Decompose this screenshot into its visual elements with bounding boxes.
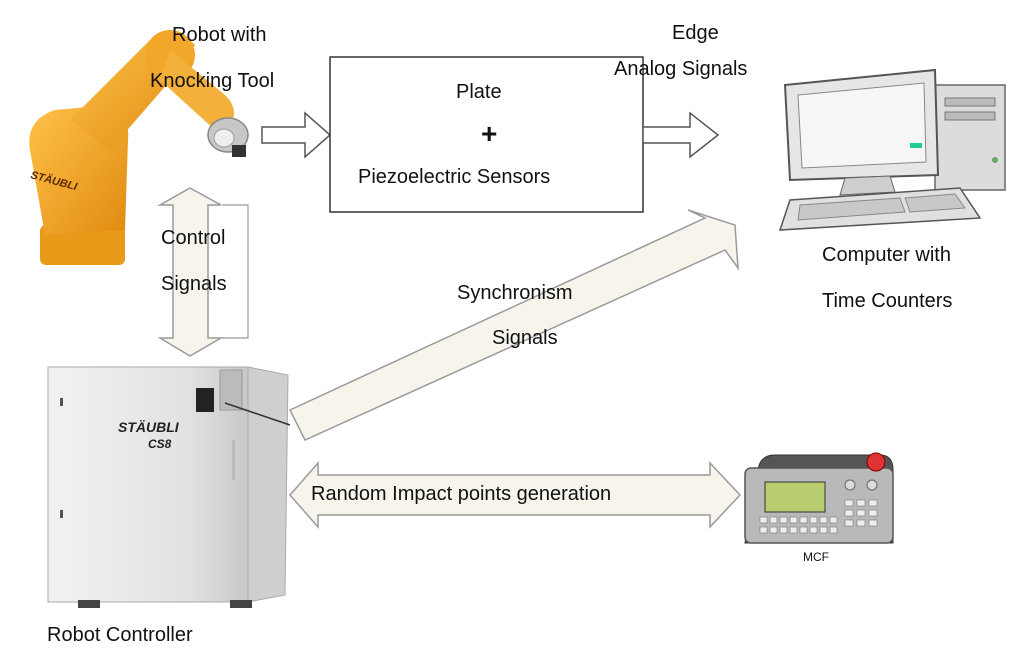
robot-label-line1: Robot with xyxy=(172,24,267,46)
computer-label-line1: Computer with xyxy=(822,244,951,266)
arrow-robot-to-plate xyxy=(261,111,332,159)
robot-label-line2: Knocking Tool xyxy=(150,70,275,92)
computer-label-line2: Time Counters xyxy=(822,290,953,312)
edge-label-line1: Edge xyxy=(672,22,719,44)
controller-brand-logo: STÄUBLI xyxy=(118,419,180,435)
arrow-random-impact xyxy=(289,461,742,529)
synchronism-label-line2: Signals xyxy=(492,327,558,349)
computer-image xyxy=(778,68,1006,231)
random-impact-label: Random Impact points generation xyxy=(311,483,612,505)
mcf-pendant-image xyxy=(744,452,894,544)
robot-arm-image: STÄUBLI xyxy=(29,30,249,265)
arrow-plate-to-computer xyxy=(642,111,720,159)
synchronism-label-line1: Synchronism xyxy=(457,282,573,304)
edge-label-line2: Analog Signals xyxy=(614,58,748,80)
arrow-synchronism-signals xyxy=(288,209,739,441)
arrow-control-signals xyxy=(157,187,224,357)
control-signals-line2: Signals xyxy=(161,273,227,295)
mcf-label: MCF xyxy=(803,550,829,564)
robot-controller-label: Robot Controller xyxy=(47,624,193,646)
plate-plus-sign: + xyxy=(481,118,498,149)
robot-controller-image: STÄUBLI CS8 xyxy=(47,366,291,608)
plate-label-line1: Plate xyxy=(456,81,502,103)
plate-label-line3: Piezoelectric Sensors xyxy=(358,166,551,188)
controller-model-logo: CS8 xyxy=(148,437,172,451)
control-signals-line1: Control xyxy=(161,227,226,249)
plate-box xyxy=(329,56,644,213)
